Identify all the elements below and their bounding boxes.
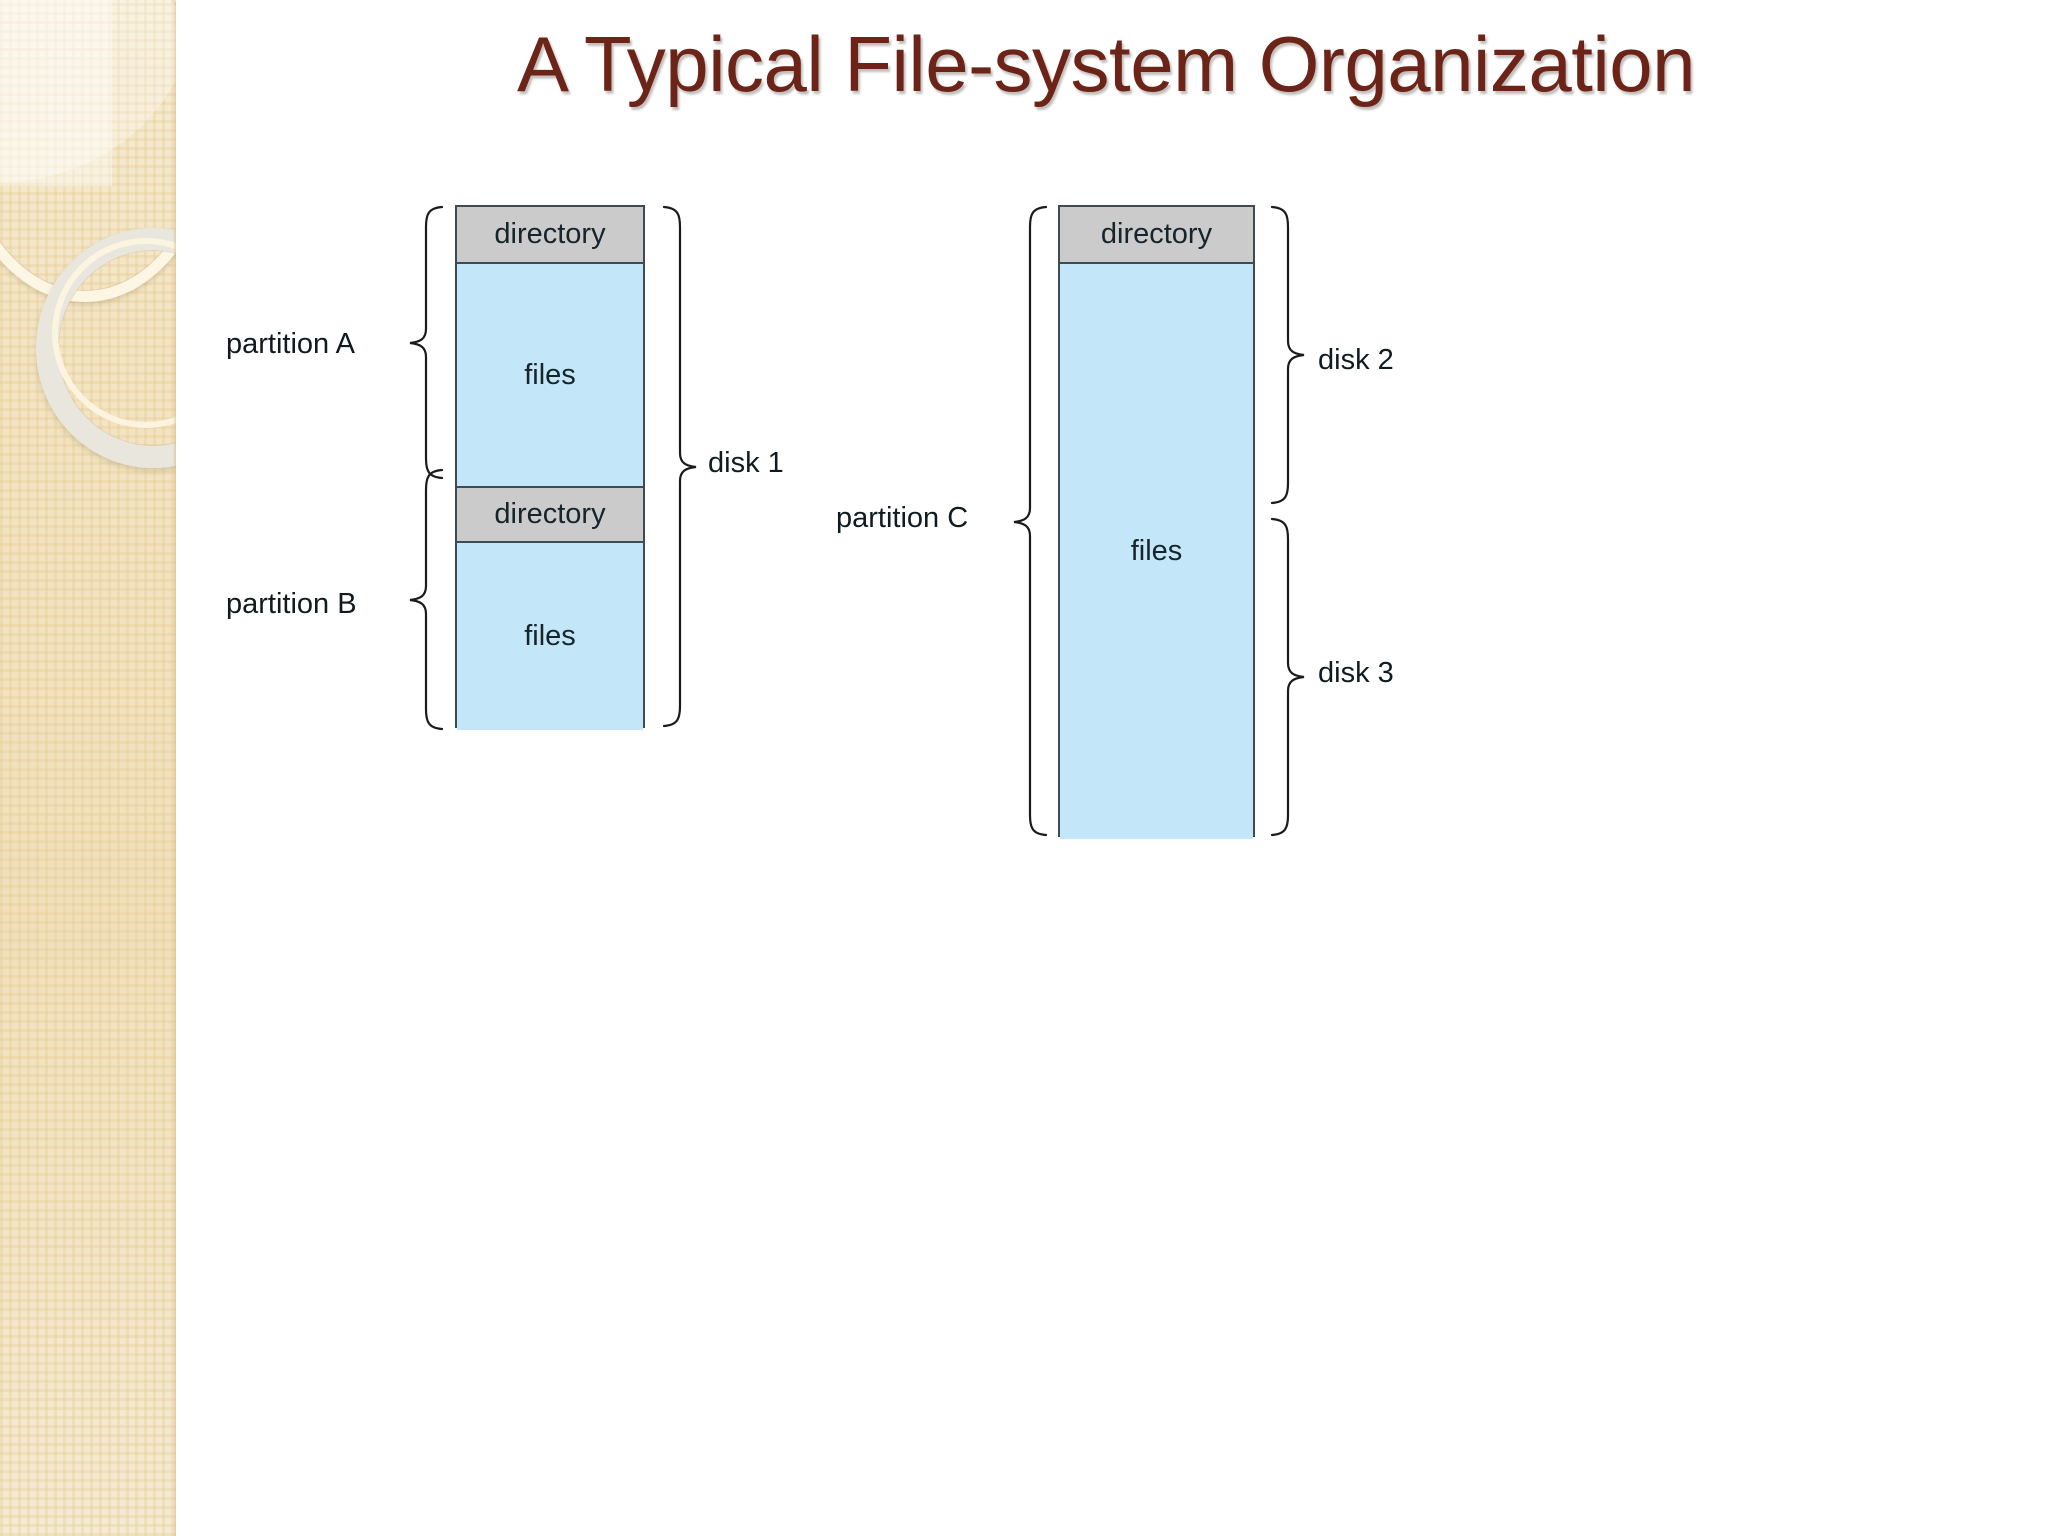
- disk1-box: directory files directory files: [455, 205, 645, 730]
- disk23-segment-directory: directory: [1060, 207, 1253, 264]
- partition-c-brace: [1010, 205, 1050, 837]
- disk1-segment-directory-b: directory: [457, 486, 643, 543]
- partition-b-label: partition B: [226, 588, 357, 620]
- disk3-brace: [1268, 517, 1308, 837]
- page-title: A Typical File-system Organization: [516, 20, 1696, 108]
- partition-a-brace: [406, 205, 446, 480]
- disk3-label: disk 3: [1318, 657, 1394, 689]
- disk1-label: disk 1: [708, 447, 784, 479]
- disk1-brace: [660, 205, 700, 728]
- disk2-label: disk 2: [1318, 344, 1394, 376]
- disk23-segment-files: files: [1060, 264, 1253, 839]
- decorative-sidebar: [0, 0, 176, 1536]
- disk23-box: directory files: [1058, 205, 1255, 839]
- disk2-brace: [1268, 205, 1308, 505]
- partition-c-label: partition C: [836, 502, 969, 534]
- partition-b-brace: [406, 468, 446, 731]
- disk1-segment-files-b: files: [457, 543, 643, 730]
- partition-a-label: partition A: [226, 328, 355, 360]
- disk1-segment-files-a: files: [457, 264, 643, 486]
- sidebar-edge-shadow: [173, 0, 176, 1536]
- disk1-segment-directory-a: directory: [457, 207, 643, 264]
